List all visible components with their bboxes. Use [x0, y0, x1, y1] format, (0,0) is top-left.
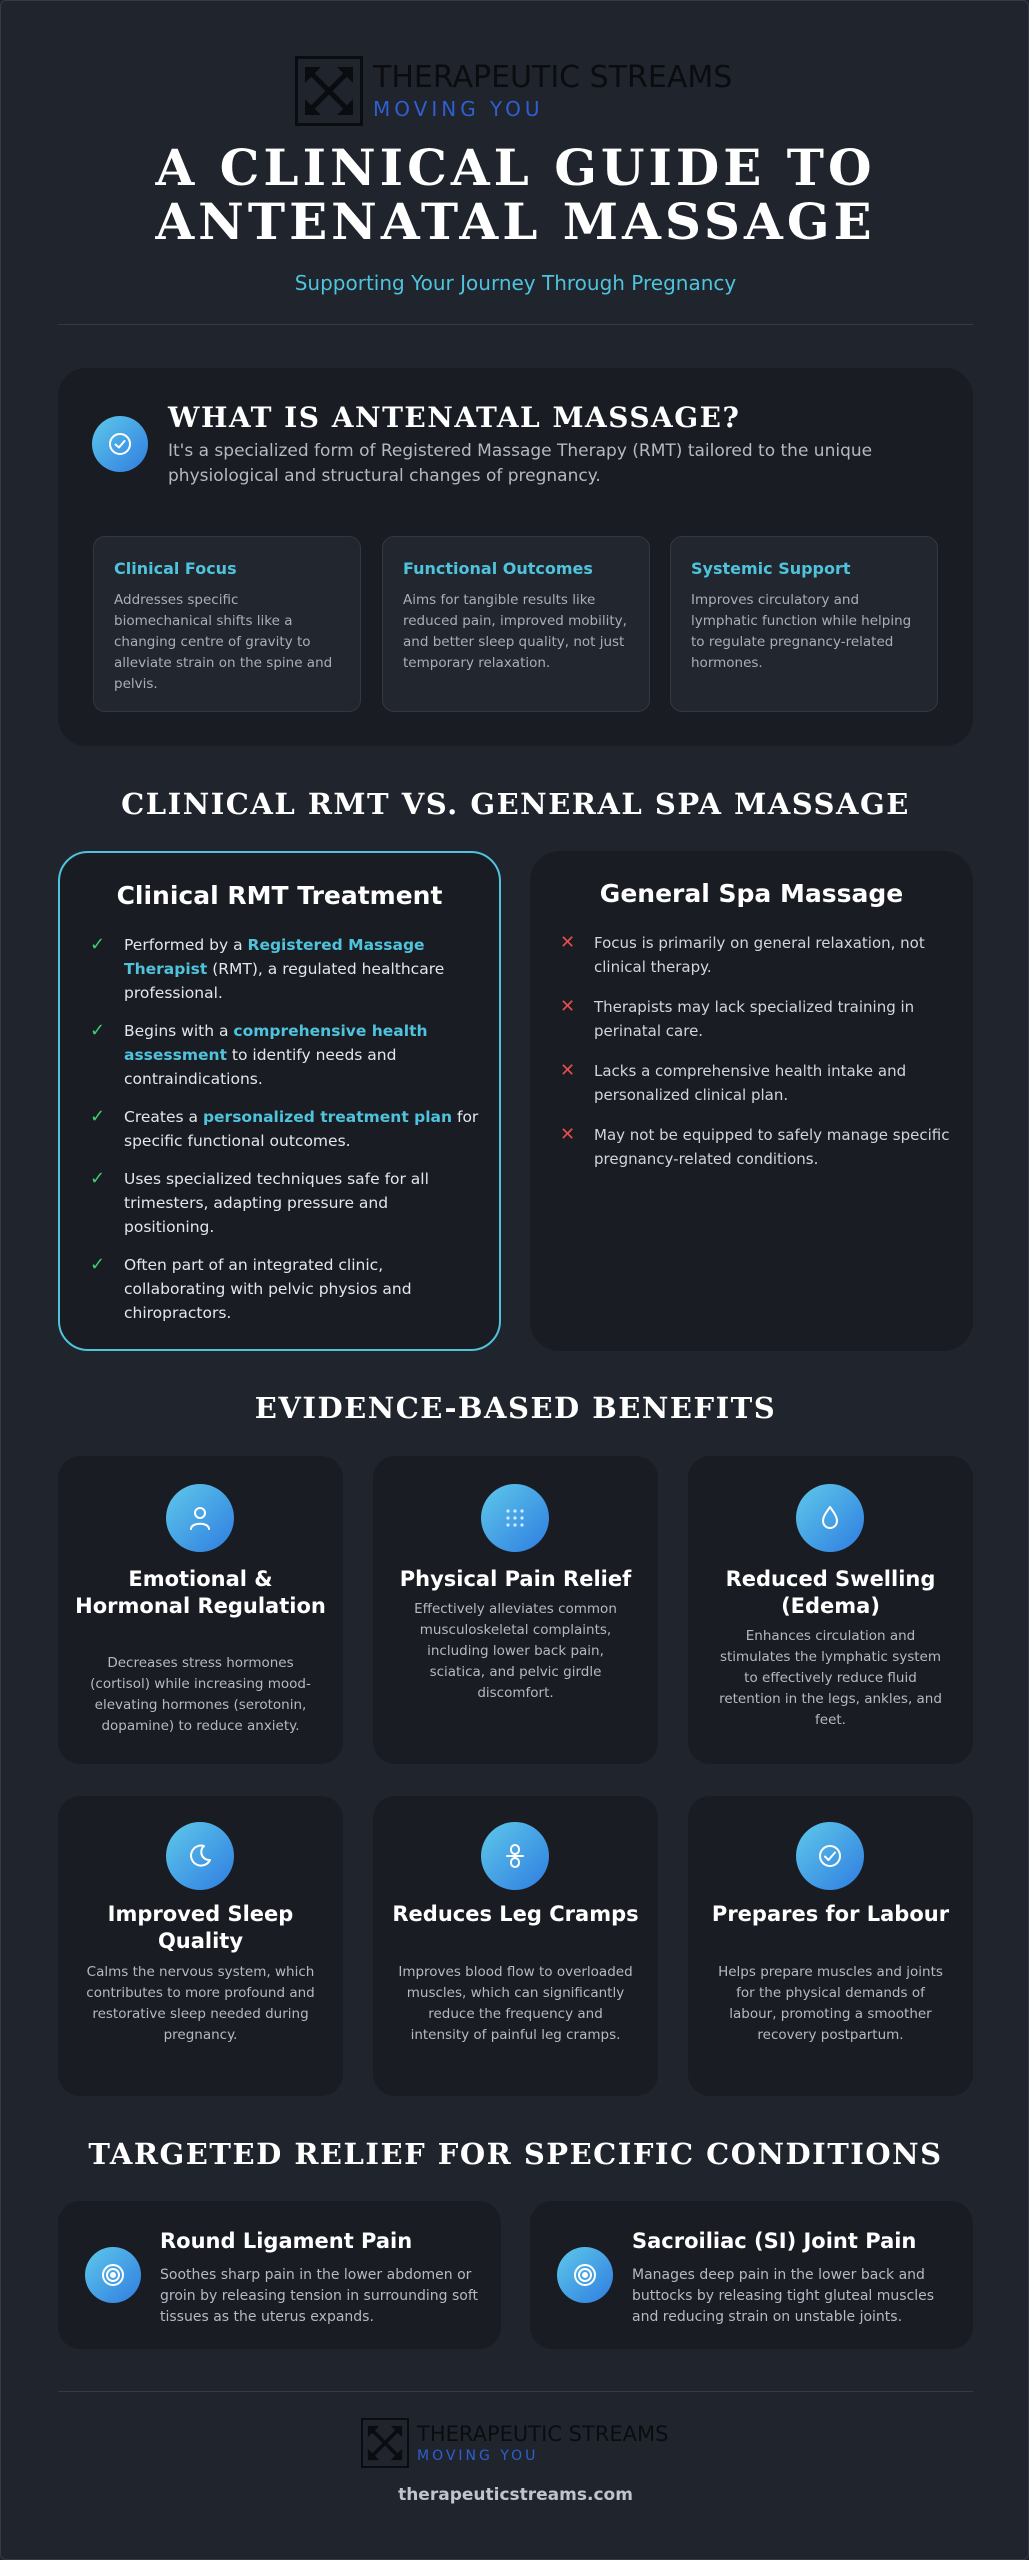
checkmark-icon: ✓ — [90, 1168, 106, 1189]
info-card-systemic-support: Systemic Support Improves circulatory an… — [670, 536, 938, 712]
info-card-clinical-focus: Clinical Focus Addresses specific biomec… — [93, 536, 361, 712]
check-badge-icon — [92, 416, 148, 472]
cross-icon: ✕ — [560, 996, 576, 1017]
moon-icon — [166, 1822, 234, 1890]
benefit-card-leg-cramps: Reduces Leg Cramps Improves blood flow t… — [373, 1796, 658, 2096]
brand-name: THERAPEUTIC STREAMS — [373, 60, 733, 95]
what-is-title: WHAT IS ANTENATAL MASSAGE? — [168, 401, 741, 434]
info-card-functional-outcomes: Functional Outcomes Aims for tangible re… — [382, 536, 650, 712]
page-title: A CLINICAL GUIDE TO ANTENATAL MASSAGE — [155, 138, 876, 251]
header-divider — [58, 324, 973, 325]
benefit-card-sleep: Improved Sleep Quality Calms the nervous… — [58, 1796, 343, 2096]
target-icon — [85, 2247, 141, 2303]
list-item: ✓Uses specialized techniques safe for al… — [90, 1168, 429, 1236]
link-icon — [481, 1822, 549, 1890]
checkmark-icon: ✓ — [90, 1106, 106, 1127]
arrows-logo-icon — [361, 2418, 409, 2468]
check-circle-icon — [796, 1822, 864, 1890]
arrows-logo-icon — [295, 56, 363, 126]
target-icon — [557, 2247, 613, 2303]
list-item: ✕Therapists may lack specialized trainin… — [560, 996, 915, 1040]
checkmark-icon: ✓ — [90, 934, 106, 955]
footer-brand-tagline: MOVING YOU — [417, 2447, 539, 2464]
condition-card-round-ligament: Round Ligament Pain Soothes sharp pain i… — [58, 2201, 501, 2349]
rmt-column-title: Clinical RMT Treatment — [116, 881, 443, 910]
spa-column: General Spa Massage ✕Focus is primarily … — [530, 851, 973, 1351]
benefit-card-pain-relief: Physical Pain Relief Effectively allevia… — [373, 1456, 658, 1764]
checkmark-icon: ✓ — [90, 1254, 106, 1275]
comparison-section-title: CLINICAL RMT VS. GENERAL SPA MASSAGE — [121, 787, 910, 821]
droplet-icon — [796, 1484, 864, 1552]
brand-tagline: MOVING YOU — [373, 97, 544, 121]
what-is-description: It's a specialized form of Registered Ma… — [168, 441, 873, 486]
cross-icon: ✕ — [560, 1124, 576, 1145]
benefit-card-emotional: Emotional & Hormonal Regulation Decrease… — [58, 1456, 343, 1764]
rmt-column: Clinical RMT Treatment ✓Performed by a R… — [58, 851, 501, 1351]
footer-logo: THERAPEUTIC STREAMS MOVING YOU — [361, 2418, 669, 2468]
benefit-card-swelling: Reduced Swelling (Edema) Enhances circul… — [688, 1456, 973, 1764]
checkmark-icon: ✓ — [90, 1020, 106, 1041]
spa-column-title: General Spa Massage — [599, 879, 904, 908]
footer-divider — [58, 2391, 973, 2392]
list-item: ✕May not be equipped to safely manage sp… — [560, 1124, 950, 1168]
benefit-card-labour: Prepares for Labour Helps prepare muscle… — [688, 1796, 973, 2096]
conditions-section-title: TARGETED RELIEF FOR SPECIFIC CONDITIONS — [88, 2137, 943, 2171]
rmt-list: ✓Performed by a Registered Massage Thera… — [90, 933, 480, 1339]
list-item: ✓Begins with a comprehensive health asse… — [90, 1020, 428, 1088]
list-item: ✓Creates a personalized treatment plan f… — [90, 1106, 479, 1150]
page-subtitle: Supporting Your Journey Through Pregnanc… — [294, 271, 737, 295]
cross-icon: ✕ — [560, 932, 576, 953]
dots-grid-icon — [481, 1484, 549, 1552]
spa-list: ✕Focus is primarily on general relaxatio… — [560, 931, 950, 1187]
list-item: ✕Focus is primarily on general relaxatio… — [560, 932, 925, 976]
website-link[interactable]: therapeuticstreams.com — [398, 2485, 633, 2505]
header-logo: THERAPEUTIC STREAMS MOVING YOU — [295, 56, 732, 126]
list-item: ✓Performed by a Registered Massage Thera… — [90, 934, 445, 1002]
cross-icon: ✕ — [560, 1060, 576, 1081]
list-item: ✓Often part of an integrated clinic, col… — [90, 1254, 412, 1322]
condition-card-si-joint: Sacroiliac (SI) Joint Pain Manages deep … — [530, 2201, 973, 2349]
person-icon — [166, 1484, 234, 1552]
list-item: ✕Lacks a comprehensive health intake and… — [560, 1060, 907, 1104]
footer-brand-name: THERAPEUTIC STREAMS — [417, 2421, 669, 2446]
benefits-section-title: EVIDENCE-BASED BENEFITS — [254, 1391, 777, 1425]
